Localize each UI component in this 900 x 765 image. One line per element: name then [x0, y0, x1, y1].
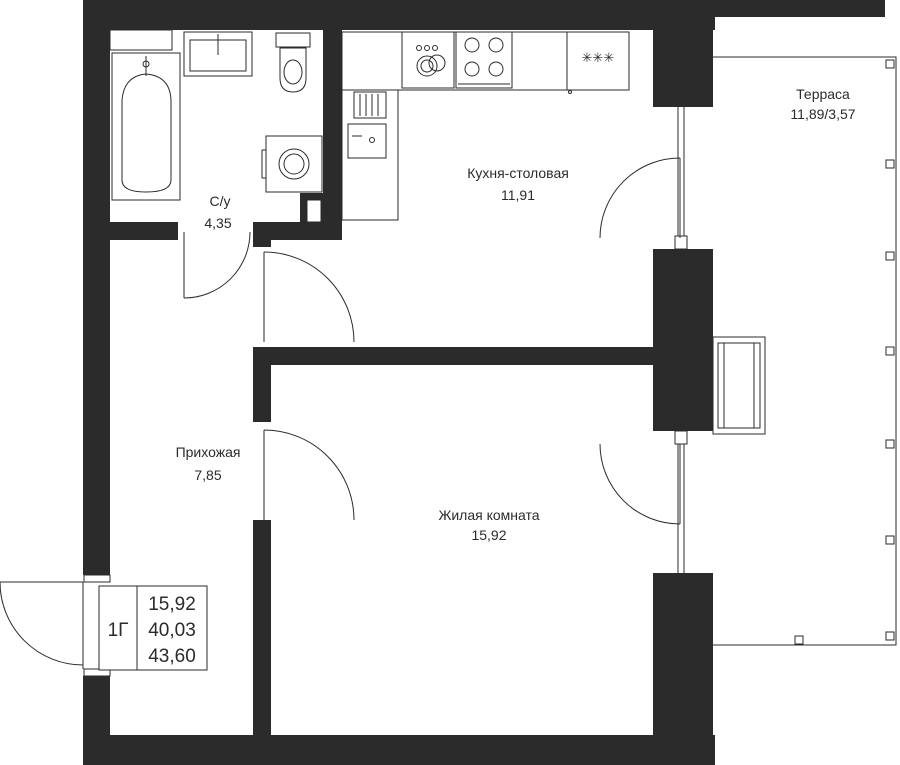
dishwasher-icon [401, 31, 455, 89]
svg-text:✳✳✳: ✳✳✳ [582, 51, 615, 66]
living-name: Жилая комната [438, 507, 539, 523]
toilet-icon [275, 32, 311, 93]
total-area: 40,03 [148, 620, 196, 641]
living-area-total: 15,92 [148, 594, 196, 615]
sink-icon [183, 31, 253, 77]
radiator-icon [712, 336, 766, 435]
living-area: 15,92 [471, 527, 506, 543]
kitchen-area: 11,91 [501, 187, 535, 203]
total-with-terrace: 43,60 [148, 646, 196, 667]
bathroom-area: 4,35 [204, 215, 231, 231]
hallway-area: 7,85 [194, 467, 221, 483]
bathtub-icon [111, 52, 181, 201]
walls [83, 0, 885, 765]
doors [0, 157, 681, 669]
kitchen-sink-icon [347, 91, 387, 159]
terrace-area [712, 56, 897, 646]
kitchen-name: Кухня-столовая [467, 165, 569, 181]
oven-icon: ✳✳✳ [566, 31, 630, 94]
terrace-name: Терраса [796, 86, 850, 102]
washing-machine-icon [261, 135, 323, 193]
bathroom-name: С/у [210, 193, 231, 209]
summary-box: 1Г 15,92 40,03 43,60 [98, 585, 208, 671]
apartment-type: 1Г [108, 620, 129, 641]
hallway-name: Прихожая [176, 444, 241, 460]
windows [83, 107, 688, 677]
hob-icon [455, 31, 513, 89]
terrace-area-value: 11,89/3,57 [790, 106, 855, 122]
